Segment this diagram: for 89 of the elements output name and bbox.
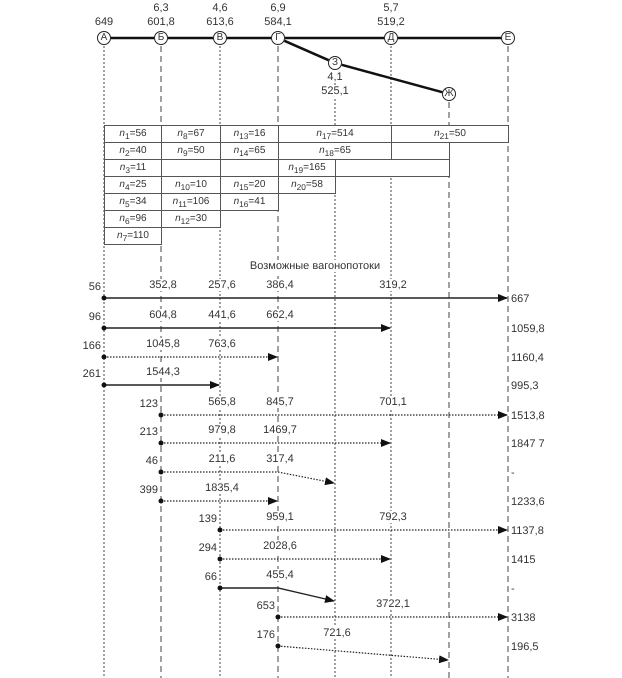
- flow-value: 763,6: [208, 338, 236, 350]
- table-cell: n$_{6}$=96: [104, 210, 162, 228]
- flow-value: 455,4: [266, 569, 294, 581]
- flow-value: 1045,8: [146, 338, 180, 350]
- station-circle: Д: [384, 31, 398, 45]
- table-cell: n$_{7}$=110: [104, 227, 162, 245]
- station-value: 525,1: [321, 85, 349, 97]
- track-line: [227, 36, 271, 40]
- station-value: 519,2: [377, 16, 405, 28]
- station-value: 584,1: [264, 16, 292, 28]
- flow-value: 701,1: [379, 396, 407, 408]
- station-value: 649: [94, 16, 114, 28]
- flow-value: 1835,4: [205, 482, 239, 494]
- station-value: 6,9: [270, 2, 286, 14]
- flow-value: 604,8: [149, 309, 177, 321]
- track-line: [398, 36, 501, 40]
- flow-value: 3722,1: [376, 598, 410, 610]
- flow-value: 441,6: [208, 309, 236, 321]
- station-circle: З: [328, 56, 342, 70]
- track-line: [111, 36, 154, 40]
- table-cell: n$_{17}$=514: [278, 125, 392, 143]
- table-cell: n$_{5}$=34: [104, 193, 162, 211]
- station-value: 4,1: [327, 71, 343, 83]
- flow-total: 1160,4: [511, 352, 544, 364]
- table-cell: n$_{12}$=30: [161, 210, 221, 228]
- flow-value: 845,7: [266, 396, 294, 408]
- flow-value: 257,6: [208, 279, 236, 291]
- table-cell: n$_{16}$=41: [220, 193, 279, 211]
- flow-value: 123: [140, 398, 158, 410]
- table-cell: n$_{2}$=40: [104, 142, 162, 160]
- station-value: 601,8: [147, 16, 175, 28]
- flow-total: 1513,8: [511, 410, 545, 422]
- flow-value: 959,1: [266, 511, 294, 523]
- flow-total: 1137,8: [511, 525, 544, 537]
- flow-value: 319,2: [379, 279, 407, 291]
- table-cell: n$_{8}$=67: [161, 125, 221, 143]
- station-circle: Е: [501, 31, 515, 45]
- station-circle: В: [213, 31, 227, 45]
- flow-total: 3138: [511, 612, 536, 624]
- flow-value: 1469,7: [263, 424, 297, 436]
- flow-value: 66: [204, 571, 217, 583]
- flow-value: 662,4: [266, 309, 294, 321]
- flow-total: 1415: [511, 554, 536, 566]
- flow-value: 139: [198, 513, 217, 525]
- flow-value: 386,4: [266, 279, 294, 291]
- flow-value: 166: [82, 340, 101, 352]
- flow-total: 1059,8: [511, 323, 545, 335]
- station-circle: Г: [271, 31, 285, 45]
- station-value: 4,6: [212, 2, 228, 14]
- flow-value: 96: [88, 311, 101, 323]
- flow-value: 211,6: [208, 453, 236, 465]
- flow-value: 565,8: [208, 396, 236, 408]
- station-circle: Ж: [442, 87, 456, 101]
- section-heading: Возможные вагонопотоки: [250, 260, 380, 272]
- track-line: [285, 36, 384, 40]
- flow-total: 995,3: [511, 380, 539, 392]
- station-value: 6,3: [153, 2, 169, 14]
- flow-total: 1847 7: [511, 438, 545, 450]
- flow-value: 792,3: [379, 511, 407, 523]
- flow-value: 399: [140, 484, 158, 496]
- flow-value: 317,4: [266, 453, 294, 465]
- flow-value: 294: [198, 542, 217, 554]
- flow-value: 979,8: [208, 424, 236, 436]
- table-cell: n$_{3}$=11: [104, 159, 162, 177]
- flow-total: 196,5: [511, 641, 539, 653]
- station-circle: А: [97, 31, 111, 45]
- flow-value: 213: [140, 426, 158, 438]
- flow-total: 667: [511, 293, 530, 305]
- track-line: [168, 36, 213, 40]
- flow-value: 2028,6: [263, 540, 297, 552]
- flow-value: 352,8: [149, 279, 177, 291]
- flow-total: 1233,6: [511, 496, 545, 508]
- flow-value: 56: [88, 281, 101, 293]
- station-value: 613,6: [206, 16, 234, 28]
- flow-value: 46: [146, 455, 158, 467]
- table-cell: n$_{1}$=56: [104, 125, 162, 143]
- table-cell: n$_{4}$=25: [104, 176, 162, 194]
- flow-value: 176: [256, 629, 275, 641]
- flow-value: 653: [256, 600, 275, 612]
- flow-value: 721,6: [323, 627, 351, 639]
- table-cell: n$_{21}$=50: [391, 125, 509, 143]
- table-cell: n$_{20}$=58: [278, 176, 336, 194]
- station-value: 5,7: [383, 2, 399, 14]
- flow-value: 261: [82, 368, 101, 380]
- flow-value: 1544,3: [146, 366, 180, 378]
- station-circle: Б: [154, 31, 168, 45]
- track-line: [284, 40, 330, 62]
- table-cell: n$_{13}$=16: [220, 125, 279, 143]
- track-line: [341, 64, 443, 94]
